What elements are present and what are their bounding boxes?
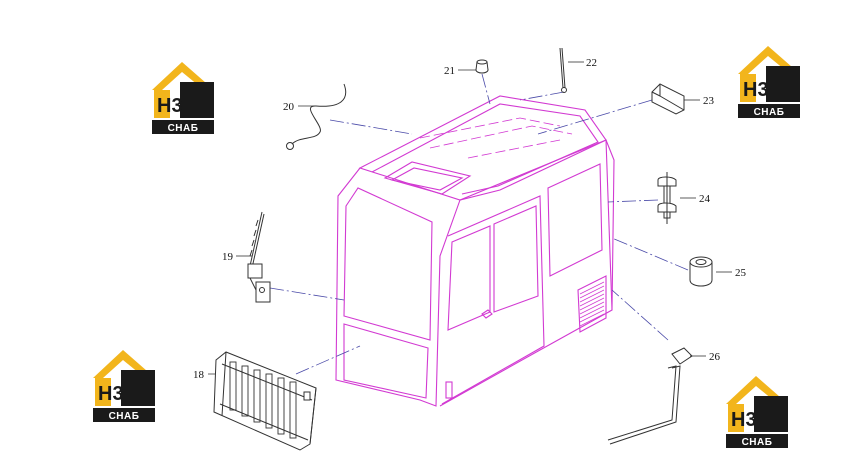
operator-cab <box>335 95 615 407</box>
part-20-cable <box>286 83 347 150</box>
logo-caption: СНАБ <box>109 411 140 422</box>
part-19-wiper <box>247 211 271 303</box>
callout-20: 20 <box>283 101 295 113</box>
callout-21: 21 <box>444 65 455 77</box>
callout-labels: 21 22 23 24 25 26 20 19 18 <box>193 57 747 381</box>
logo-letters: H3 <box>98 383 124 405</box>
part-24-hinge <box>657 172 677 224</box>
logo-caption: СНАБ <box>168 123 199 134</box>
logo-caption: СНАБ <box>742 437 773 448</box>
part-21-knob <box>475 59 489 74</box>
roof-panel-lines <box>419 117 573 159</box>
part-23-bracket <box>651 83 685 115</box>
callout-25: 25 <box>735 267 747 279</box>
logo-top-left: H3 СНАБ <box>152 62 214 134</box>
leader-lines <box>269 73 689 375</box>
logo-caption: СНАБ <box>754 107 785 118</box>
callout-24: 24 <box>699 193 711 205</box>
callout-19: 19 <box>222 251 234 263</box>
part-25-cylinder <box>689 256 713 287</box>
logo-letters: H3 <box>743 79 769 101</box>
logo-letters: H3 <box>157 95 183 117</box>
logo-bottom-right: H3 СНАБ <box>726 376 788 448</box>
part-22-antenna <box>559 47 567 93</box>
logo-top-right: H3 СНАБ <box>738 46 800 118</box>
callout-18: 18 <box>193 369 205 381</box>
part-18-guard <box>213 351 317 451</box>
callout-26: 26 <box>709 351 721 363</box>
callout-22: 22 <box>586 57 597 69</box>
logo-bottom-left: H3 СНАБ <box>93 350 155 422</box>
callout-23: 23 <box>703 95 715 107</box>
logo-letters: H3 <box>731 409 757 431</box>
part-26-latch-rod <box>607 347 693 445</box>
